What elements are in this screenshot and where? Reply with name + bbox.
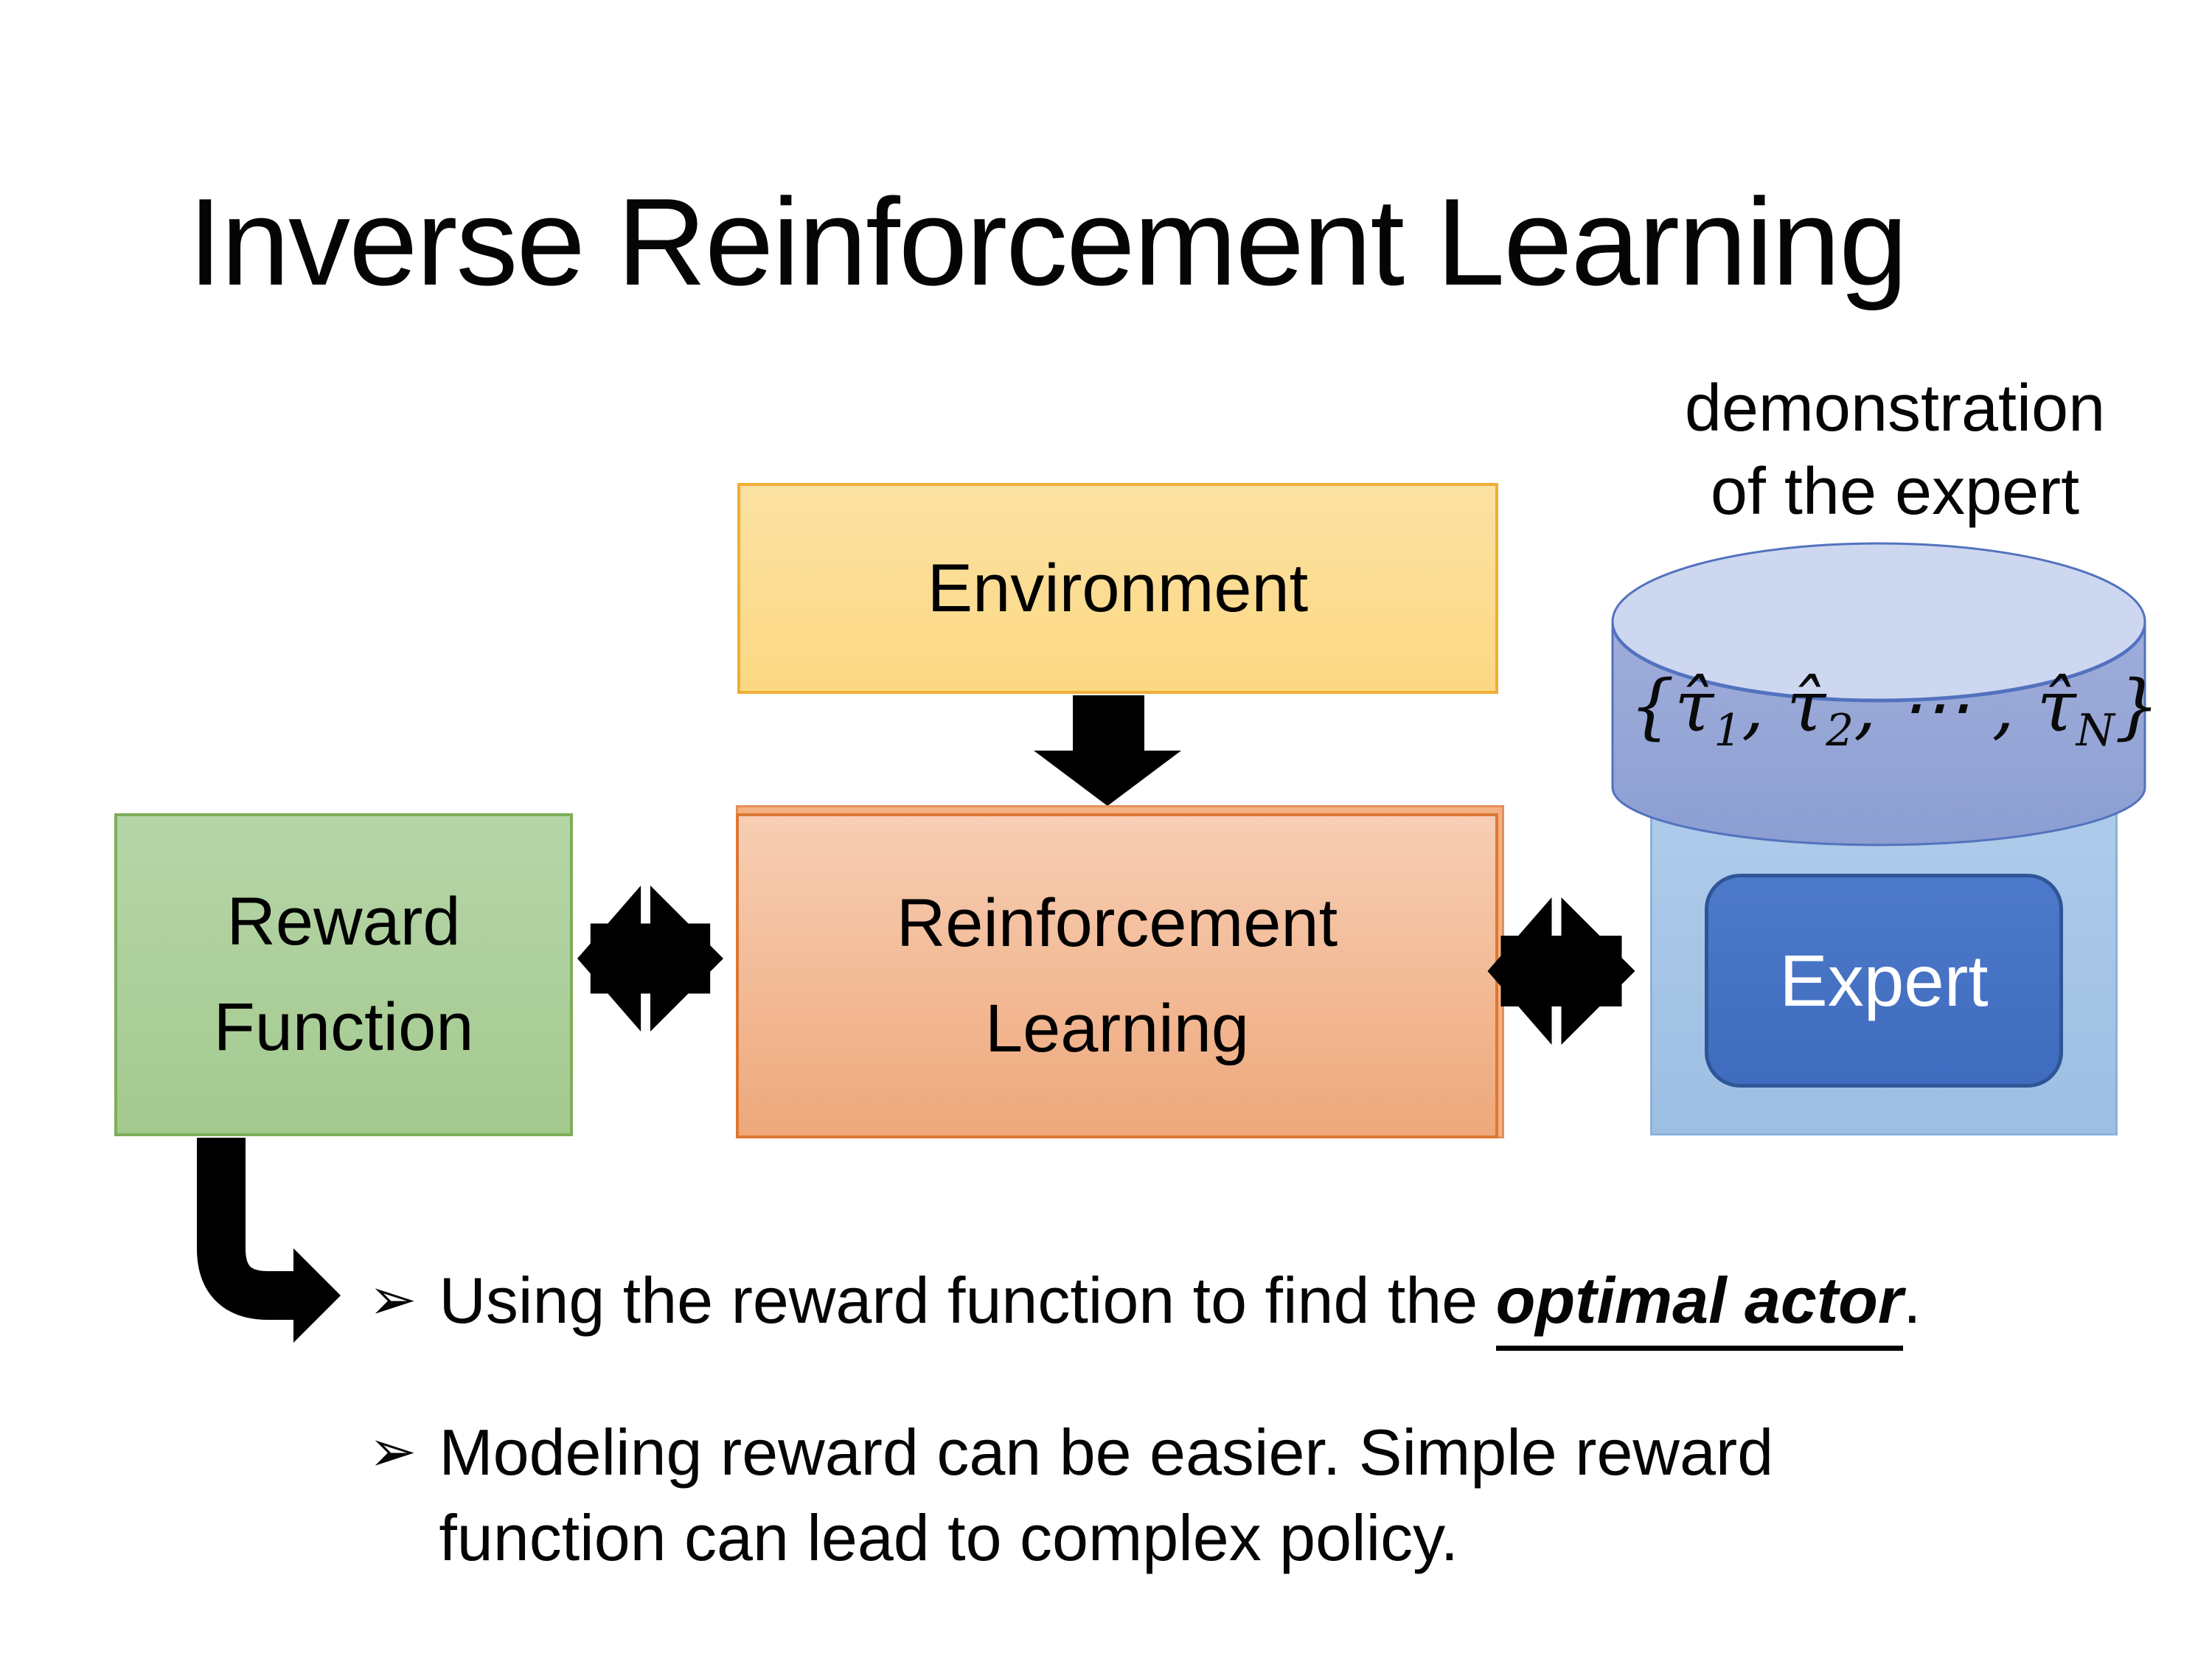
- environment-label: Environment: [927, 550, 1309, 626]
- arrowhead-bullet-icon: ➢: [369, 1419, 417, 1484]
- demonstration-database-cylinder: [1611, 542, 2146, 846]
- expert-box: Expert: [1705, 874, 2063, 1088]
- demonstration-label: demonstration of the expert: [1607, 367, 2183, 533]
- double-arrow-left-icon: [577, 886, 723, 1032]
- reward-function-box: Reward Function: [114, 813, 573, 1136]
- elbow-arrow-icon: [197, 1138, 341, 1343]
- demonstration-label-line1: demonstration: [1684, 372, 2106, 445]
- arrowhead-bullet-icon: ➢: [369, 1267, 417, 1332]
- bullet-optimal-actor: ➢ Using the reward function to find the …: [369, 1258, 1921, 1351]
- trajectory-set-formula: {τ̂1, τ̂2, ⋯ , τ̂N}: [1630, 665, 2160, 757]
- environment-box: Environment: [737, 483, 1498, 694]
- double-arrow-right-icon: [1487, 897, 1635, 1045]
- reward-function-label: Reward Function: [213, 884, 474, 1065]
- slide-title: Inverse Reinforcement Learning: [188, 173, 1908, 311]
- bullet-modeling-reward-text: Modeling reward can be easier. Simple re…: [439, 1416, 1774, 1575]
- demonstration-label-line2: of the expert: [1710, 454, 2080, 529]
- bullet-optimal-actor-text: Using the reward function to find the op…: [439, 1258, 1921, 1351]
- bullet-modeling-reward: ➢ Modeling reward can be easier. Simple …: [369, 1410, 1773, 1581]
- expert-label: Expert: [1779, 939, 1989, 1021]
- reinforcement-learning-box: Reinforcement Learning: [736, 813, 1498, 1138]
- reinforcement-learning-label: Reinforcement Learning: [896, 885, 1338, 1066]
- down-arrow-icon: [1034, 695, 1181, 806]
